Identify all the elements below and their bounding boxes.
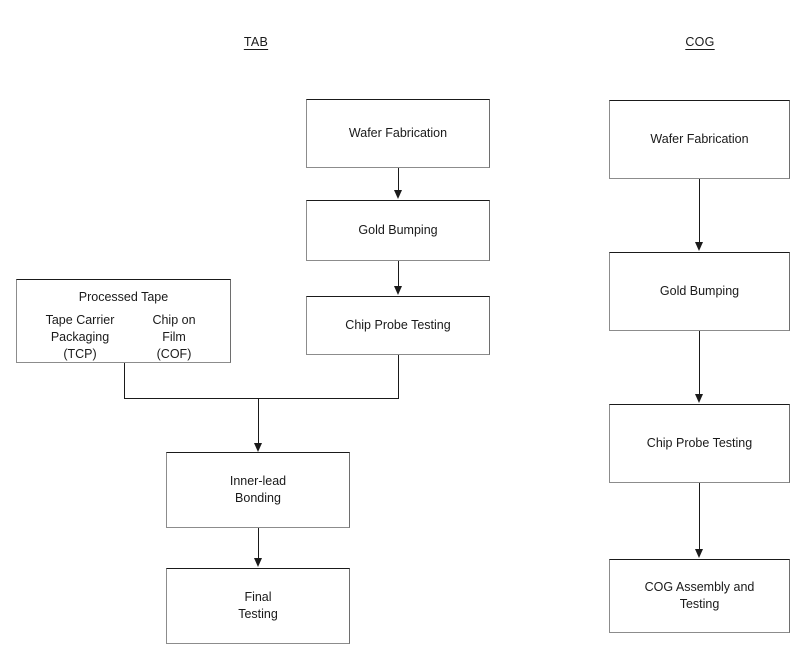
- connector-tab-gold-to-probe: [398, 261, 399, 287]
- arrowhead-cog-probe: [695, 394, 703, 403]
- processed-tape-title: Processed Tape: [78, 290, 169, 304]
- node-cog-gold-bumping[interactable]: Gold Bumping: [609, 252, 790, 331]
- node-label: Final Testing: [238, 590, 278, 621]
- node-label: Wafer Fabrication: [348, 126, 448, 140]
- node-label: Wafer Fabrication: [650, 132, 749, 146]
- arrowhead-tab-probe: [394, 286, 402, 295]
- connector-merge-to-inner-lead: [258, 398, 259, 444]
- arrowhead-tab-final-testing: [254, 558, 262, 567]
- node-label: Gold Bumping: [659, 284, 740, 298]
- node-tab-final-testing[interactable]: Final Testing: [166, 568, 350, 644]
- column-title-cog: COG: [685, 35, 715, 49]
- connector-tab-wafer-to-gold: [398, 168, 399, 191]
- processed-tape-cof: Chip on Film (COF): [152, 313, 196, 361]
- node-cog-assembly-and-testing[interactable]: COG Assembly and Testing: [609, 559, 790, 633]
- node-tab-gold-bumping[interactable]: Gold Bumping: [306, 200, 490, 261]
- connector-probe-down: [398, 355, 399, 399]
- node-processed-tape[interactable]: Processed Tape Tape Carrier Packaging (T…: [16, 279, 231, 363]
- connector-cog-gold-to-probe: [699, 331, 700, 395]
- connector-cog-wafer-to-gold: [699, 179, 700, 243]
- arrowhead-tab-inner-lead: [254, 443, 262, 452]
- connector-tape-down: [124, 363, 125, 399]
- processed-tape-tcp: Tape Carrier Packaging (TCP): [45, 313, 115, 361]
- arrowhead-cog-assembly: [695, 549, 703, 558]
- arrowhead-cog-gold: [695, 242, 703, 251]
- node-tab-wafer-fabrication[interactable]: Wafer Fabrication: [306, 99, 490, 168]
- connector-inner-lead-to-final: [258, 528, 259, 559]
- node-tab-chip-probe-testing[interactable]: Chip Probe Testing: [306, 296, 490, 355]
- node-cog-wafer-fabrication[interactable]: Wafer Fabrication: [609, 100, 790, 179]
- column-title-tab: TAB: [243, 35, 269, 49]
- node-cog-chip-probe-testing[interactable]: Chip Probe Testing: [609, 404, 790, 483]
- connector-cog-probe-to-assembly: [699, 483, 700, 550]
- node-tab-inner-lead-bonding[interactable]: Inner-lead Bonding: [166, 452, 350, 528]
- arrowhead-tab-gold: [394, 190, 402, 199]
- node-label: Inner-lead Bonding: [229, 474, 287, 505]
- node-label: COG Assembly and Testing: [644, 580, 755, 611]
- node-label: Chip Probe Testing: [345, 318, 451, 332]
- connector-merge-horizontal: [124, 398, 399, 399]
- node-label: Gold Bumping: [358, 223, 438, 237]
- node-label: Chip Probe Testing: [646, 436, 753, 450]
